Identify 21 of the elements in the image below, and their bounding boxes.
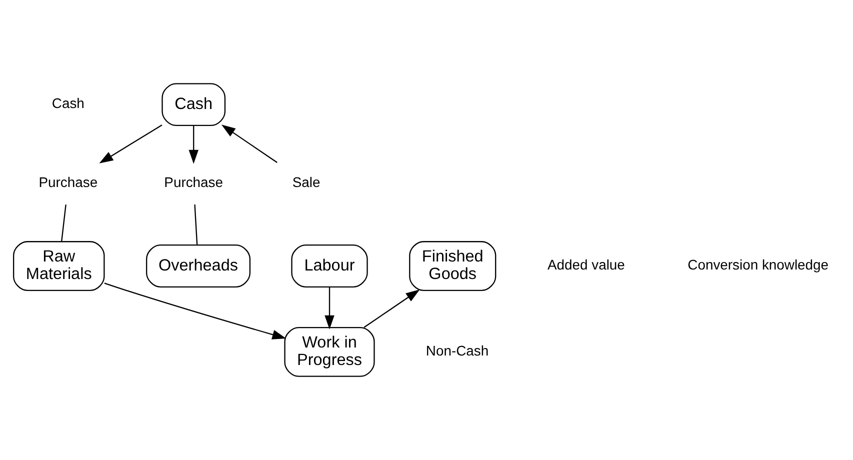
arrow bbox=[188, 126, 198, 164]
node-text: Purchase bbox=[164, 174, 224, 190]
arrow bbox=[104, 282, 286, 340]
arrow bbox=[221, 124, 278, 164]
node-box: Cash bbox=[162, 83, 226, 126]
label: Conversion knowledge bbox=[688, 256, 829, 273]
label: Cash bbox=[52, 95, 84, 112]
arrow bbox=[99, 124, 162, 164]
connector bbox=[61, 204, 66, 242]
node-box: Finished Goods bbox=[409, 241, 496, 291]
arrow bbox=[324, 286, 334, 330]
node-box: Work in Progress bbox=[284, 327, 375, 377]
label: Non-Cash bbox=[426, 342, 489, 359]
node-box: Raw Materials bbox=[13, 241, 105, 291]
connector bbox=[194, 204, 198, 245]
node-box: Labour bbox=[291, 244, 368, 288]
label: Added value bbox=[548, 256, 625, 273]
node-text: Purchase bbox=[38, 174, 98, 190]
arrow bbox=[364, 289, 420, 328]
node-box: Overheads bbox=[146, 244, 251, 288]
node-text: Sale bbox=[292, 174, 320, 190]
